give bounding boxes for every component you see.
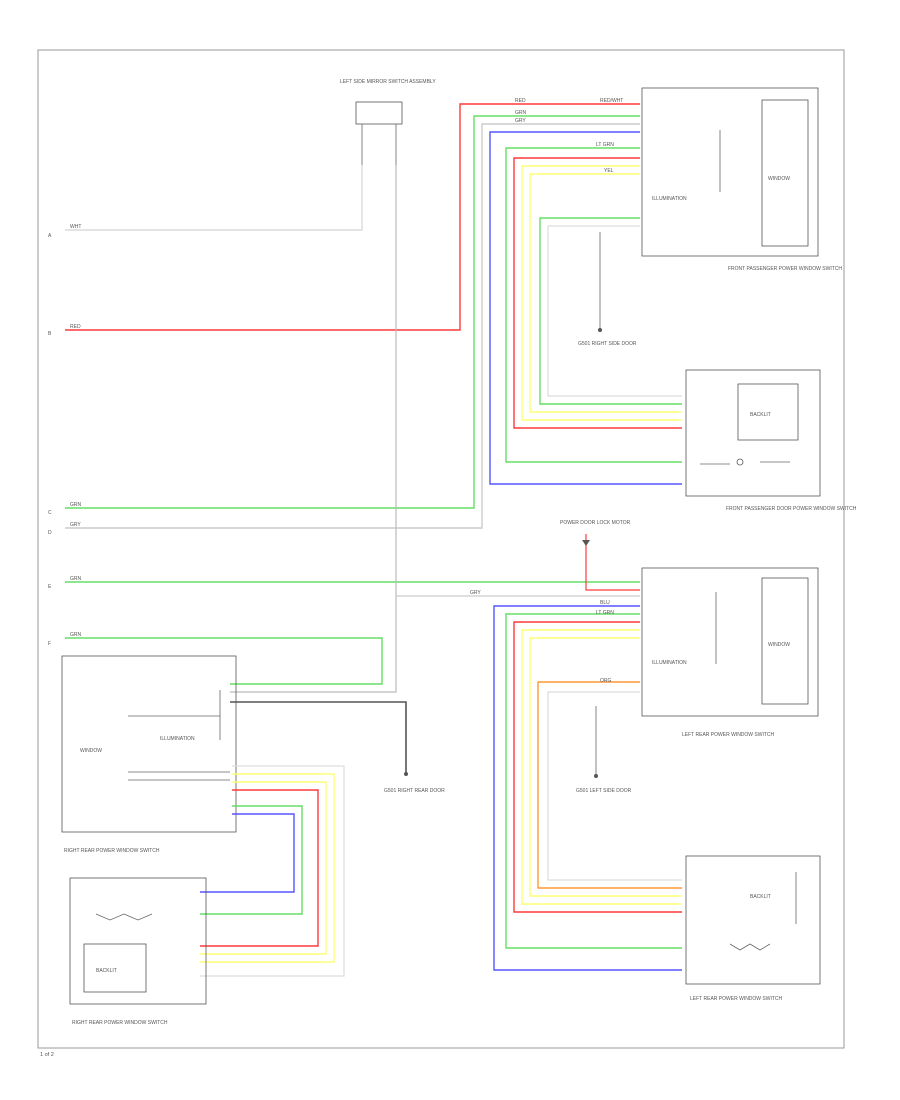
lr-backlit-label: BACKLIT: [750, 894, 771, 900]
fp-wire-grn: GRN: [515, 110, 527, 116]
rr-window-switch-label: RIGHT REAR POWER WINDOW SWITCH: [64, 848, 160, 854]
power-door-lock-motor-label: POWER DOOR LOCK MOTOR: [560, 520, 631, 526]
fp-backlit-label: BACKLIT: [750, 412, 771, 418]
wire-label-wht-a: WHT: [70, 224, 81, 230]
left-rear-door-lock-switch: BACKLIT LEFT REAR POWER WINDOW SWITCH: [685, 855, 821, 1002]
lr-colored-bundle: BLU LT GRN ORG: [493, 600, 682, 971]
edge-pin-b: B: [48, 331, 52, 337]
edge-pin-c: C: [48, 510, 52, 516]
right-rear-window-switch: ILLUMINATION WINDOW RIGHT REAR POWER WIN…: [61, 655, 445, 854]
wire-grn-f: [65, 637, 383, 685]
wire-grn-c: [65, 115, 640, 509]
wire-label-grn-f: GRN: [70, 632, 82, 638]
fp-door-lock-label: FRONT PASSENGER DOOR POWER WINDOW SWITCH: [726, 506, 857, 512]
wire-label-gry-branch: GRY: [470, 590, 481, 596]
ground-right-rear-label: G501 RIGHT REAR DOOR: [384, 788, 445, 794]
lr-window-label: WINDOW: [768, 642, 790, 648]
fp-wire-ltgrn: LT GRN: [596, 142, 614, 148]
lr-illumination-label: ILLUMINATION: [652, 660, 687, 666]
wire-label-gry-d: GRY: [70, 522, 81, 528]
wire-label-grn-e: GRN: [70, 576, 82, 582]
fp-wire-red: RED: [515, 98, 526, 104]
fp-window-label: WINDOW: [768, 176, 790, 182]
wire-gry-vertical: [230, 165, 397, 693]
edge-pin-e: E: [48, 584, 52, 590]
fp-illumination-label: ILLUMINATION: [652, 196, 687, 202]
front-passenger-window-switch: WINDOW ILLUMINATION FRONT PASSENGER POWE…: [578, 87, 842, 347]
power-door-lock-motor: POWER DOOR LOCK MOTOR: [560, 520, 640, 591]
wire-red-b: [65, 103, 640, 331]
ground-right-door-label: G501 RIGHT SIDE DOOR: [578, 341, 637, 347]
edge-pin-d: D: [48, 530, 52, 536]
lr-window-switch-label: LEFT REAR POWER WINDOW SWITCH: [682, 732, 775, 738]
left-rear-window-switch: WINDOW ILLUMINATION LEFT REAR POWER WIND…: [576, 567, 819, 794]
fp-wire-gry: GRY: [515, 118, 526, 124]
right-rear-door-lock-switch: BACKLIT RIGHT REAR POWER WINDOW SWITCH: [69, 877, 207, 1026]
fp-wire-redwht: RED/WHT: [600, 98, 623, 104]
wire-gry-d: [65, 123, 640, 529]
ground-left-door-label: G501 LEFT SIDE DOOR: [576, 788, 632, 794]
lr-wire-blu: BLU: [600, 600, 610, 606]
rr-window-label: WINDOW: [80, 748, 102, 754]
lr-wire-ltgrn: LT GRN: [596, 610, 614, 616]
left-side-mirror-switch-label: LEFT SIDE MIRROR SWITCH ASSEMBLY: [340, 79, 436, 85]
left-side-mirror-switch: LEFT SIDE MIRROR SWITCH ASSEMBLY: [340, 79, 436, 165]
rr-colored-bundle: [200, 765, 345, 977]
rr-backlit-label: BACKLIT: [96, 968, 117, 974]
front-passenger-door-lock-switch: BACKLIT FRONT PASSENGER DOOR POWER WINDO…: [685, 369, 857, 512]
rr-illumination-label: ILLUMINATION: [160, 736, 195, 742]
fp-colored-bundle: RED GRN GRY RED/WHT LT GRN YEL: [489, 98, 682, 485]
wire-label-grn-c: GRN: [70, 502, 82, 508]
fp-window-switch-label: FRONT PASSENGER POWER WINDOW SWITCH: [728, 266, 842, 272]
rr-door-lock-label: RIGHT REAR POWER WINDOW SWITCH: [72, 1020, 168, 1026]
left-edge-connectors: A B C D E F: [48, 233, 52, 647]
page-footer: 1 of 2: [40, 1052, 54, 1058]
diagram-frame: [37, 49, 845, 1049]
fp-wire-yel: YEL: [604, 168, 614, 174]
edge-pin-f: F: [48, 641, 51, 647]
lr-door-lock-label: LEFT REAR POWER WINDOW SWITCH: [690, 996, 783, 1002]
lr-wire-org: ORG: [600, 678, 612, 684]
wire-label-red-b: RED: [70, 324, 81, 330]
wire-wht-a: [65, 165, 363, 231]
main-harness-wires: WHT RED GRN GRY GRN GRN GRY: [65, 103, 640, 693]
edge-pin-a: A: [48, 233, 52, 239]
